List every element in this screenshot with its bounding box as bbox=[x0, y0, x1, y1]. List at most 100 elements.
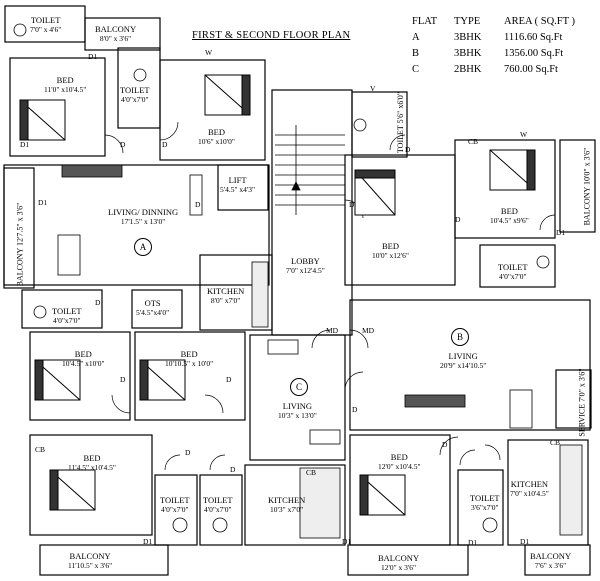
row-type: 3BHK bbox=[454, 31, 482, 43]
main-door-mark: MD bbox=[362, 326, 375, 335]
door-mark: D1 bbox=[520, 537, 530, 546]
room-balcony-left: BALCONY 12'7.5" x 3'6" bbox=[15, 202, 25, 287]
toilet-b2-walls bbox=[479, 244, 556, 288]
area-table-header: FLAT TYPE AREA ( SQ.FT ) bbox=[412, 13, 594, 29]
door-mark: D bbox=[352, 405, 358, 414]
door-mark: D1 bbox=[468, 538, 478, 547]
toilet-b1-walls bbox=[351, 91, 408, 158]
cupboard-mark: CB bbox=[35, 445, 46, 454]
flat-b-marker: B bbox=[451, 328, 469, 346]
area-table: FLAT TYPE AREA ( SQ.FT ) A 3BHK 1116.60 … bbox=[412, 13, 594, 77]
bed-c2-walls bbox=[29, 434, 153, 536]
cupboard-mark: CB bbox=[550, 438, 561, 447]
balcony-left-walls bbox=[3, 167, 35, 289]
living-c-walls bbox=[249, 334, 346, 461]
flat-a-marker: A bbox=[134, 238, 152, 256]
lobby-walls bbox=[271, 89, 353, 336]
lift-walls bbox=[217, 164, 269, 211]
door-swings bbox=[104, 121, 556, 471]
cupboard-mark: CB bbox=[306, 468, 317, 477]
toilet-b3-walls bbox=[457, 469, 504, 546]
door-mark: D bbox=[95, 298, 101, 307]
door-mark: D bbox=[349, 200, 355, 209]
header-area: AREA ( SQ.FT ) bbox=[504, 15, 575, 27]
door-mark: D1 bbox=[20, 140, 30, 149]
door-mark: D bbox=[230, 465, 236, 474]
door-mark: D bbox=[405, 145, 411, 154]
header-flat: FLAT bbox=[412, 15, 438, 27]
toilet-a3-walls bbox=[21, 289, 103, 329]
bed-a1-walls bbox=[9, 57, 106, 157]
bed-c1-walls bbox=[134, 331, 246, 421]
door-mark: D bbox=[442, 440, 448, 449]
area-table-row: A 3BHK 1116.60 Sq.Ft bbox=[412, 29, 594, 45]
balcony-b1-walls bbox=[559, 139, 596, 233]
furniture bbox=[13, 23, 583, 539]
door-mark: D1 bbox=[556, 228, 566, 237]
bed-a2-walls bbox=[159, 59, 266, 161]
living-b-walls bbox=[349, 299, 591, 431]
door-mark: D1 bbox=[143, 537, 153, 546]
door-mark: D bbox=[195, 200, 201, 209]
beds bbox=[19, 74, 536, 516]
flat-c-marker: C bbox=[290, 378, 308, 396]
door-mark: D bbox=[226, 375, 232, 384]
service-b-walls bbox=[555, 369, 592, 429]
balcony-c-walls bbox=[39, 544, 169, 576]
balcony-b2-walls bbox=[347, 544, 469, 576]
header-type: TYPE bbox=[454, 15, 481, 27]
room-toilet-b1: TOILET 5'6" x6'0" bbox=[396, 91, 406, 154]
toilet-c1-walls bbox=[154, 474, 198, 546]
area-table-row: B 3BHK 1356.00 Sq.Ft bbox=[412, 45, 594, 61]
row-type: 3BHK bbox=[454, 47, 482, 59]
row-flat: B bbox=[412, 47, 420, 59]
room-service-b: SERVICE 7'0" x 3'6" bbox=[577, 368, 587, 437]
row-type: 2BHK bbox=[454, 63, 482, 75]
plan-title: FIRST & SECOND FLOOR PLAN bbox=[192, 30, 351, 41]
door-mark: D bbox=[120, 375, 126, 384]
window-mark: W bbox=[520, 130, 528, 139]
door-mark: D bbox=[185, 448, 191, 457]
row-area: 760.00 Sq.Ft bbox=[504, 63, 558, 75]
bed-b2-walls bbox=[454, 139, 556, 239]
main-door-mark: MD bbox=[326, 326, 339, 335]
row-flat: A bbox=[412, 31, 420, 43]
door-mark: D1 bbox=[88, 52, 98, 61]
balcony-b3-walls bbox=[524, 544, 591, 576]
area-table-row: C 2BHK 760.00 Sq.Ft bbox=[412, 61, 594, 77]
cupboard-mark: CB bbox=[468, 137, 479, 146]
door-mark: D bbox=[162, 140, 168, 149]
door-mark: D1 bbox=[342, 537, 352, 546]
window-mark: W bbox=[205, 48, 213, 57]
row-flat: C bbox=[412, 63, 420, 75]
ots-walls bbox=[131, 289, 183, 329]
toilet-c2-walls bbox=[199, 474, 243, 546]
room-balcony-b1: BALCONY 10'0" x 3'6" bbox=[582, 147, 592, 226]
